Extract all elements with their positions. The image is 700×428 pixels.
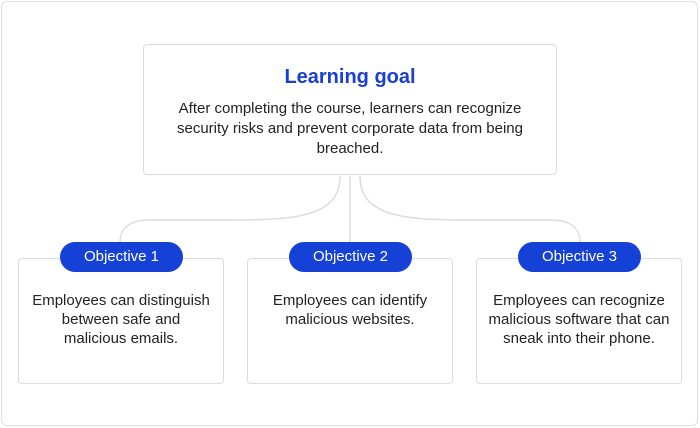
connector-right <box>359 175 581 243</box>
learning-goal-text: After completing the course, learners ca… <box>176 100 523 157</box>
objective-text: Employees can recognize malicious softwa… <box>488 292 670 347</box>
objective-badge-2: Objective 2 <box>289 242 412 272</box>
objective-badge-3: Objective 3 <box>518 242 641 272</box>
objective-text: Employees can identify malicious website… <box>272 292 428 328</box>
learning-goal-card: Learning goal After completing the cours… <box>143 44 557 175</box>
objective-card-2: Employees can identify malicious website… <box>247 258 453 384</box>
objective-card-1: Employees can distinguish between safe a… <box>18 258 224 384</box>
objective-text: Employees can distinguish between safe a… <box>32 292 210 347</box>
connector-left <box>119 175 341 243</box>
objective-card-3: Employees can recognize malicious softwa… <box>476 258 682 384</box>
objective-badge-1: Objective 1 <box>60 242 183 272</box>
learning-goal-title: Learning goal <box>284 66 416 88</box>
